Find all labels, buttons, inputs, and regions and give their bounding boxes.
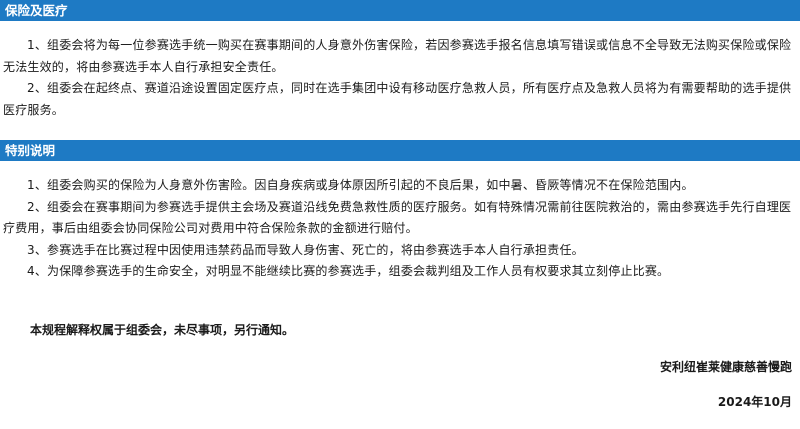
special-paragraph-4: 4、为保障参赛选手的生命安全，对明显不能继续比赛的参赛选手，组委会裁判组及工作人… bbox=[27, 264, 670, 278]
section-body-special-notes: 1、组委会购买的保险为人身意外伤害险。因自身疾病或身体原因所引起的不良后果，如中… bbox=[0, 161, 800, 283]
special-paragraph-2: 2、组委会在赛事期间为参赛选手提供主会场及赛道沿线免费急救性质的医疗服务。如有特… bbox=[3, 199, 792, 236]
section-title-special-notes: 特别说明 bbox=[0, 140, 800, 161]
section-special-notes: 特别说明 1、组委会购买的保险为人身意外伤害险。因自身疾病或身体原因所引起的不良… bbox=[0, 140, 800, 283]
section-body-insurance: 1、组委会将为每一位参赛选手统一购买在赛事期间的人身意外伤害保险，若因参赛选手报… bbox=[0, 21, 800, 121]
issue-date: 2024年10月 bbox=[717, 395, 792, 409]
final-note: 本规程解释权属于组委会，未尽事项，另行通知。 bbox=[30, 323, 295, 337]
section-insurance: 保险及医疗 1、组委会将为每一位参赛选手统一购买在赛事期间的人身意外伤害保险，若… bbox=[0, 0, 800, 121]
insurance-paragraph-1: 1、组委会将为每一位参赛选手统一购买在赛事期间的人身意外伤害保险，若因参赛选手报… bbox=[3, 38, 792, 74]
insurance-paragraph-2: 2、组委会在起终点、赛道沿途设置固定医疗点，同时在选手集团中设有移动医疗急救人员… bbox=[3, 81, 792, 117]
organizer-signature: 安利纽崔莱健康慈善慢跑 bbox=[659, 360, 792, 374]
special-paragraph-1: 1、组委会购买的保险为人身意外伤害险。因自身疾病或身体原因所引起的不良后果，如中… bbox=[27, 178, 694, 192]
special-paragraph-3: 3、参赛选手在比赛过程中因使用违禁药品而导致人身伤害、死亡的，将由参赛选手本人自… bbox=[27, 242, 584, 257]
section-title-insurance: 保险及医疗 bbox=[0, 0, 800, 21]
